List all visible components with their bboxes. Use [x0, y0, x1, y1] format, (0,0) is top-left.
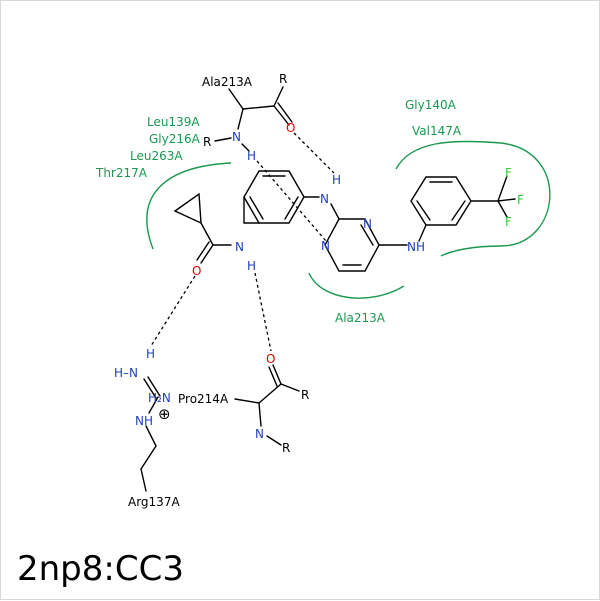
- atom-n-pyrimidine-left: N: [321, 239, 330, 253]
- bond: [140, 468, 147, 492]
- bond: [249, 196, 264, 220]
- bond: [268, 366, 278, 387]
- phenyl-ring-right: [410, 176, 472, 226]
- atom-h-ala213: H: [247, 149, 256, 163]
- bond: [140, 445, 157, 470]
- atom-f-right: F: [517, 193, 524, 207]
- residue-label-leu263: Leu263A: [130, 149, 183, 163]
- bond: [277, 102, 293, 123]
- cyclopropyl-ring: [173, 192, 202, 225]
- bond: [258, 402, 262, 427]
- pocket-curve-right: [395, 140, 551, 257]
- atom-h-arg137-top: H: [146, 347, 155, 361]
- bond: [497, 198, 516, 202]
- bond: [272, 364, 282, 385]
- bond: [234, 398, 260, 404]
- residue-label-gly140: Gly140A: [405, 98, 457, 112]
- bond: [214, 137, 232, 142]
- atom-hn-arg137: H–N: [114, 366, 138, 380]
- atom-h2n-arg137: H₂N: [148, 391, 171, 405]
- atom-r-pro214-bottom: R: [282, 441, 290, 455]
- atom-nh-pyrimidine-right: NH: [407, 240, 425, 254]
- bond: [258, 383, 282, 404]
- atom-o-pro214: O: [266, 352, 275, 366]
- atom-r-pro214-right: R: [301, 388, 309, 402]
- bond: [497, 200, 508, 218]
- residue-label-arg137: Arg137A: [128, 495, 180, 509]
- bond: [330, 203, 340, 220]
- atom-f-bottom: F: [505, 215, 512, 229]
- charge-plus-icon: ⊕: [158, 405, 171, 423]
- atom-n-ala213: N: [232, 130, 241, 144]
- atom-r-ala213-left: R: [203, 135, 211, 149]
- atom-n-pyrimidine-top: N: [363, 217, 372, 231]
- atom-f-top: F: [505, 166, 512, 180]
- pocket-curve-bottom: [308, 272, 405, 299]
- bond: [418, 224, 427, 242]
- bond: [148, 396, 159, 414]
- bond: [284, 196, 299, 220]
- bond: [145, 425, 157, 447]
- bond: [273, 86, 284, 107]
- atom-n-linker-top: N: [320, 192, 329, 206]
- residue-label-ala213-top: Ala213A: [202, 75, 253, 89]
- benzene-ring-center: [243, 170, 305, 224]
- bond: [143, 378, 157, 399]
- bond: [228, 88, 244, 110]
- atom-o-amide: O: [192, 264, 201, 278]
- residue-label-gly216: Gly216A: [149, 132, 201, 146]
- atom-n-amide: N: [235, 240, 244, 254]
- residue-label-ala213-bottom: Ala213A: [335, 311, 386, 325]
- bond: [196, 241, 210, 261]
- atom-h-linker-top: H: [332, 173, 341, 187]
- residue-label-leu139: Leu139A: [147, 115, 200, 129]
- hbond-amide-o-to-arg137: [150, 275, 196, 347]
- atom-n-pro214: N: [255, 427, 264, 441]
- bond: [147, 376, 161, 397]
- hbond-ala213-nh-to-pyrimidine-n: [256, 160, 327, 242]
- bond: [266, 435, 282, 446]
- residue-label-thr217: Thr217A: [95, 166, 148, 180]
- bond: [200, 222, 214, 246]
- bond: [242, 105, 275, 110]
- bond: [273, 105, 290, 126]
- bond: [280, 383, 300, 392]
- hbond-ala213-o-to-nh: [293, 132, 335, 174]
- residue-label-pro214: Pro214A: [178, 392, 229, 406]
- pocket-curve-left: [146, 162, 232, 250]
- bond: [451, 200, 466, 221]
- atom-o-ala213: O: [286, 121, 295, 135]
- hbond-amide-nh-to-pro214-o: [254, 272, 272, 352]
- bond: [497, 175, 508, 202]
- atom-h-amide: H: [247, 259, 256, 273]
- bond: [241, 143, 250, 152]
- bond: [237, 108, 244, 130]
- bond: [200, 244, 214, 264]
- atom-r-ala213-top: R: [279, 72, 287, 86]
- pyrimidine-ring: [324, 218, 380, 272]
- complex-title: 2np8:CC3: [17, 549, 184, 589]
- residue-label-val147: Val147A: [412, 124, 462, 138]
- atom-nh-arg137: NH: [135, 414, 153, 428]
- bond: [360, 224, 374, 246]
- bond: [416, 200, 431, 221]
